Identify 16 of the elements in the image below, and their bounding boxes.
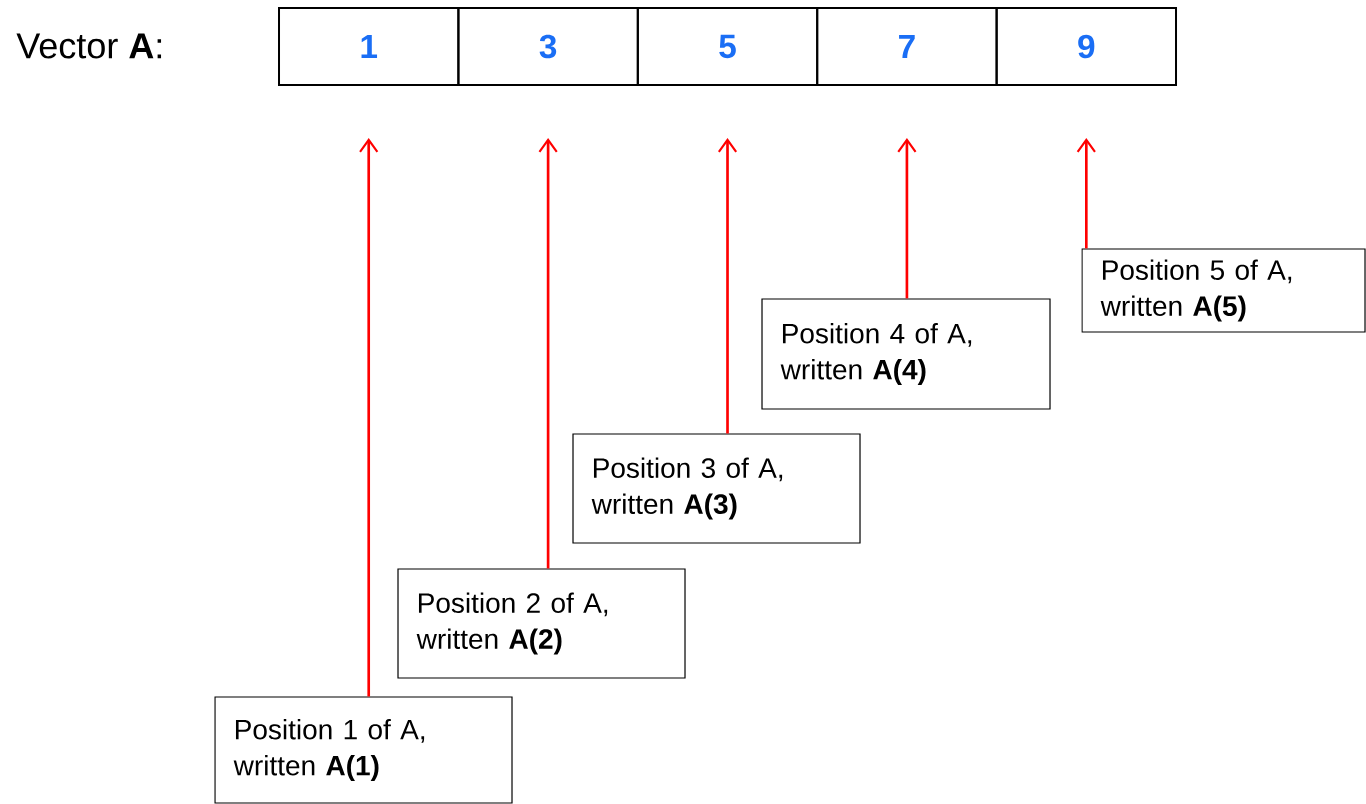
array-cell: 5 <box>636 7 819 86</box>
array-cell: 1 <box>278 7 460 86</box>
arrow <box>359 138 379 697</box>
array-cell: 3 <box>457 7 639 86</box>
array-cell: 7 <box>816 7 998 86</box>
callout-box: Position 2 of A, written A(2) <box>397 568 686 679</box>
arrow <box>538 138 558 569</box>
arrow <box>717 138 738 434</box>
callout-box: Position 1 of A, written A(1) <box>214 696 513 804</box>
vector-label: Vector A: <box>16 33 162 59</box>
arrow <box>897 138 917 299</box>
callout-box: Position 4 of A, written A(4) <box>761 298 1051 410</box>
callout-box: Position 3 of A, written A(3) <box>572 433 861 544</box>
arrow <box>1076 138 1096 249</box>
array-cell: 9 <box>995 7 1177 86</box>
callout-box: Position 5 of A, written A(5) <box>1081 248 1366 333</box>
